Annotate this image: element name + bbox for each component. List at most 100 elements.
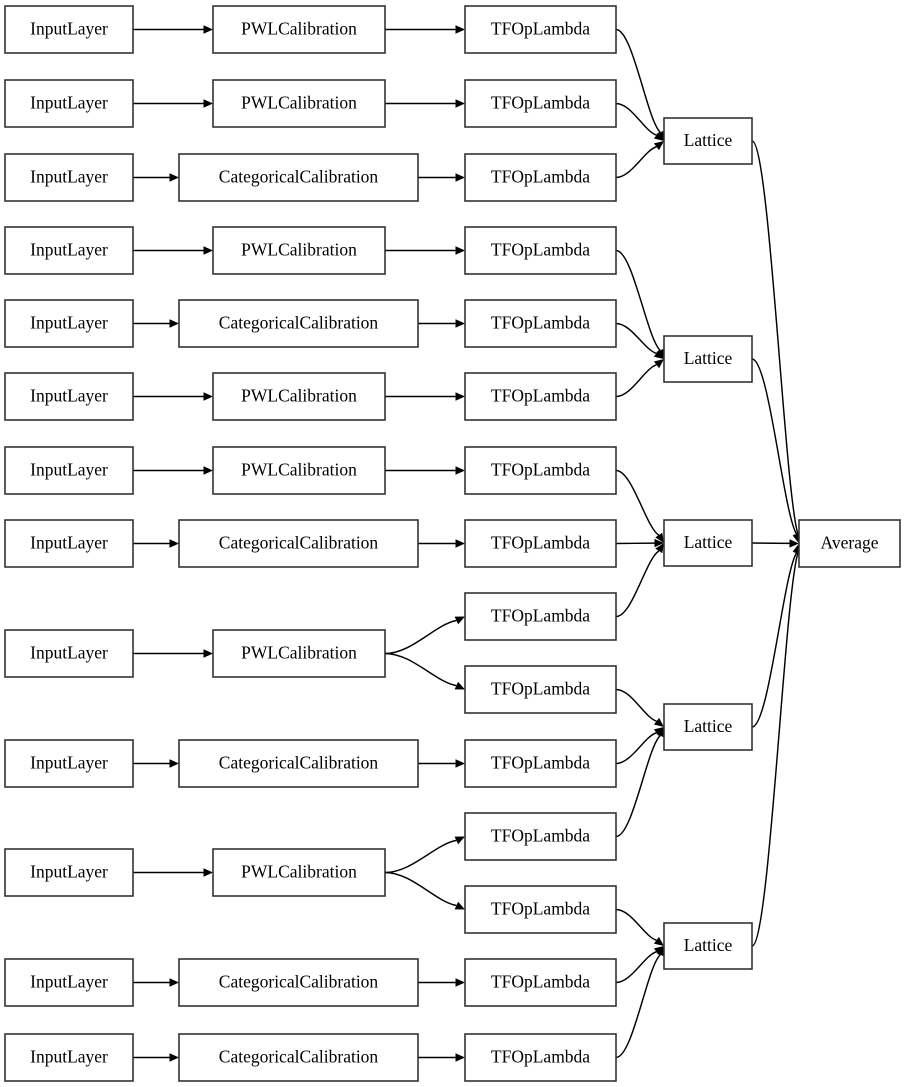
node-cal8[interactable]: CategoricalCalibration (178, 519, 419, 568)
node-box-lattice[interactable] (663, 519, 753, 567)
node-op1[interactable]: TFOpLambda (464, 5, 617, 54)
node-cal3[interactable]: CategoricalCalibration (178, 153, 419, 202)
node-box-lattice[interactable] (663, 117, 753, 165)
node-box-input-layer[interactable] (4, 446, 134, 495)
node-box-categorical-calibration[interactable] (178, 299, 419, 348)
node-box-lattice[interactable] (663, 335, 753, 383)
node-box-input-layer[interactable] (4, 79, 134, 128)
node-in3[interactable]: InputLayer (4, 153, 134, 202)
node-op15[interactable]: TFOpLambda (464, 1033, 617, 1082)
node-box-pwlcalibration[interactable] (212, 79, 386, 128)
node-box-input-layer[interactable] (4, 629, 134, 678)
node-op13[interactable]: TFOpLambda (464, 885, 617, 934)
node-box-input-layer[interactable] (4, 372, 134, 421)
node-box-tfop-lambda[interactable] (464, 5, 617, 54)
node-op9[interactable]: TFOpLambda (464, 592, 617, 641)
node-box-tfop-lambda[interactable] (464, 739, 617, 788)
node-box-input-layer[interactable] (4, 519, 134, 568)
node-box-pwlcalibration[interactable] (212, 372, 386, 421)
node-in10[interactable]: InputLayer (4, 739, 134, 788)
node-op10[interactable]: TFOpLambda (464, 665, 617, 714)
node-box-input-layer[interactable] (4, 153, 134, 202)
node-in2[interactable]: InputLayer (4, 79, 134, 128)
node-box-categorical-calibration[interactable] (178, 519, 419, 568)
node-box-tfop-lambda[interactable] (464, 79, 617, 128)
node-cal12[interactable]: CategoricalCalibration (178, 958, 419, 1007)
node-in11[interactable]: InputLayer (4, 848, 134, 897)
node-box-tfop-lambda[interactable] (464, 958, 617, 1007)
node-in6[interactable]: InputLayer (4, 372, 134, 421)
node-cal10[interactable]: CategoricalCalibration (178, 739, 419, 788)
node-box-input-layer[interactable] (4, 226, 134, 275)
edge-input-layer-to-categorical-calibration (133, 173, 179, 182)
node-box-lattice[interactable] (663, 922, 753, 970)
node-box-average[interactable] (798, 519, 901, 568)
node-box-categorical-calibration[interactable] (178, 1033, 419, 1082)
node-op4[interactable]: TFOpLambda (464, 226, 617, 275)
node-box-tfop-lambda[interactable] (464, 226, 617, 275)
node-box-tfop-lambda[interactable] (464, 812, 617, 861)
node-box-input-layer[interactable] (4, 739, 134, 788)
node-op5[interactable]: TFOpLambda (464, 299, 617, 348)
node-in7[interactable]: InputLayer (4, 446, 134, 495)
node-box-tfop-lambda[interactable] (464, 885, 617, 934)
node-cal7[interactable]: PWLCalibration (212, 446, 386, 495)
node-op7[interactable]: TFOpLambda (464, 446, 617, 495)
node-box-tfop-lambda[interactable] (464, 1033, 617, 1082)
node-box-input-layer[interactable] (4, 5, 134, 54)
node-cal11[interactable]: PWLCalibration (212, 848, 386, 897)
node-box-input-layer[interactable] (4, 958, 134, 1007)
node-cal9[interactable]: PWLCalibration (212, 629, 386, 678)
node-in5[interactable]: InputLayer (4, 299, 134, 348)
node-box-pwlcalibration[interactable] (212, 446, 386, 495)
node-label-pwlcalibration: PWLCalibration (241, 93, 357, 113)
node-in8[interactable]: InputLayer (4, 519, 134, 568)
node-in4[interactable]: InputLayer (4, 226, 134, 275)
node-op6[interactable]: TFOpLambda (464, 372, 617, 421)
node-box-tfop-lambda[interactable] (464, 372, 617, 421)
node-cal2[interactable]: PWLCalibration (212, 79, 386, 128)
node-box-tfop-lambda[interactable] (464, 592, 617, 641)
node-op3[interactable]: TFOpLambda (464, 153, 617, 202)
node-op2[interactable]: TFOpLambda (464, 79, 617, 128)
node-cal6[interactable]: PWLCalibration (212, 372, 386, 421)
node-box-categorical-calibration[interactable] (178, 958, 419, 1007)
node-in12[interactable]: InputLayer (4, 958, 134, 1007)
node-label-tfop-lambda: TFOpLambda (491, 313, 590, 333)
node-box-tfop-lambda[interactable] (464, 153, 617, 202)
node-op8[interactable]: TFOpLambda (464, 519, 617, 568)
node-box-categorical-calibration[interactable] (178, 153, 419, 202)
node-lat3[interactable]: Lattice (663, 519, 753, 567)
node-cal13[interactable]: CategoricalCalibration (178, 1033, 419, 1082)
node-box-tfop-lambda[interactable] (464, 519, 617, 568)
node-box-lattice[interactable] (663, 703, 753, 751)
node-cal5[interactable]: CategoricalCalibration (178, 299, 419, 348)
node-op11[interactable]: TFOpLambda (464, 739, 617, 788)
node-box-input-layer[interactable] (4, 299, 134, 348)
node-layer: InputLayerInputLayerInputLayerInputLayer… (4, 5, 901, 1082)
node-box-tfop-lambda[interactable] (464, 446, 617, 495)
node-box-pwlcalibration[interactable] (212, 226, 386, 275)
node-lat1[interactable]: Lattice (663, 117, 753, 165)
node-cal1[interactable]: PWLCalibration (212, 5, 386, 54)
node-cal4[interactable]: PWLCalibration (212, 226, 386, 275)
node-lat2[interactable]: Lattice (663, 335, 753, 383)
node-box-pwlcalibration[interactable] (212, 629, 386, 678)
node-box-pwlcalibration[interactable] (212, 848, 386, 897)
node-avg[interactable]: Average (798, 519, 901, 568)
node-in9[interactable]: InputLayer (4, 629, 134, 678)
node-op12[interactable]: TFOpLambda (464, 812, 617, 861)
node-lat4[interactable]: Lattice (663, 703, 753, 751)
node-box-input-layer[interactable] (4, 1033, 134, 1082)
edge-pwlcalibration-to-tfop-lambda (385, 99, 465, 108)
node-box-tfop-lambda[interactable] (464, 665, 617, 714)
node-box-tfop-lambda[interactable] (464, 299, 617, 348)
node-box-input-layer[interactable] (4, 848, 134, 897)
node-box-categorical-calibration[interactable] (178, 739, 419, 788)
node-in13[interactable]: InputLayer (4, 1033, 134, 1082)
node-lat5[interactable]: Lattice (663, 922, 753, 970)
arrowhead-icon (653, 141, 664, 151)
node-in1[interactable]: InputLayer (4, 5, 134, 54)
node-op14[interactable]: TFOpLambda (464, 958, 617, 1007)
node-box-pwlcalibration[interactable] (212, 5, 386, 54)
